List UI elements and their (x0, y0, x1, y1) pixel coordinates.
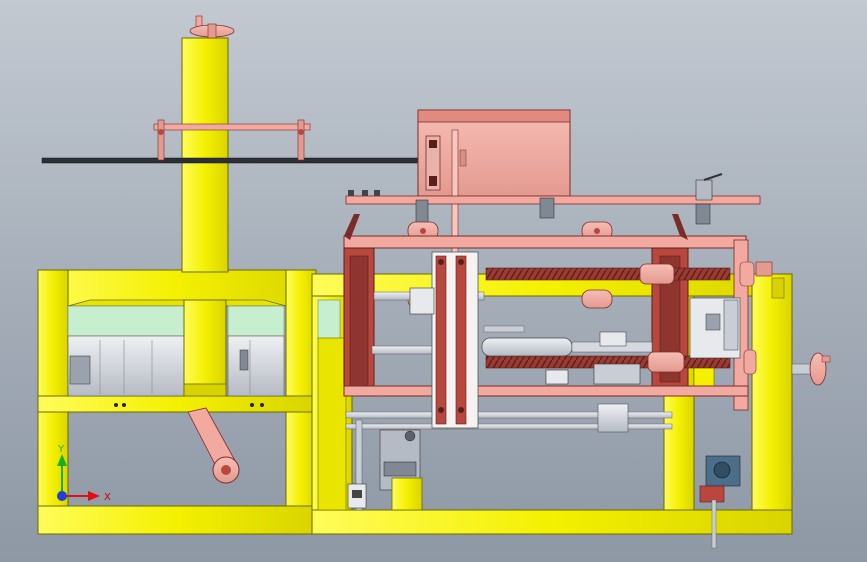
top-handwheel[interactable] (189, 15, 235, 39)
xyz-triad-icon: Y X (57, 444, 111, 503)
guide-rod-assembly[interactable] (41, 119, 423, 164)
lead-screws[interactable] (485, 261, 773, 375)
lower-drive-assembly[interactable] (347, 429, 741, 549)
vertical-column[interactable] (181, 37, 229, 397)
handwheel-icon[interactable] (791, 352, 831, 386)
left-cassette-assembly[interactable] (67, 305, 285, 407)
triad-x-label: X (104, 492, 111, 503)
top-control-housing[interactable] (417, 109, 571, 281)
carriage-frame[interactable] (343, 214, 749, 411)
upper-support-beam[interactable] (345, 173, 761, 225)
left-base-frame[interactable] (37, 269, 317, 535)
triad-y-label: Y (57, 444, 65, 455)
vertical-twin-posts[interactable] (409, 251, 479, 429)
swing-arm-roller[interactable] (187, 407, 240, 484)
lower-guide-rods[interactable] (345, 403, 673, 511)
right-side-panel[interactable] (689, 297, 741, 359)
